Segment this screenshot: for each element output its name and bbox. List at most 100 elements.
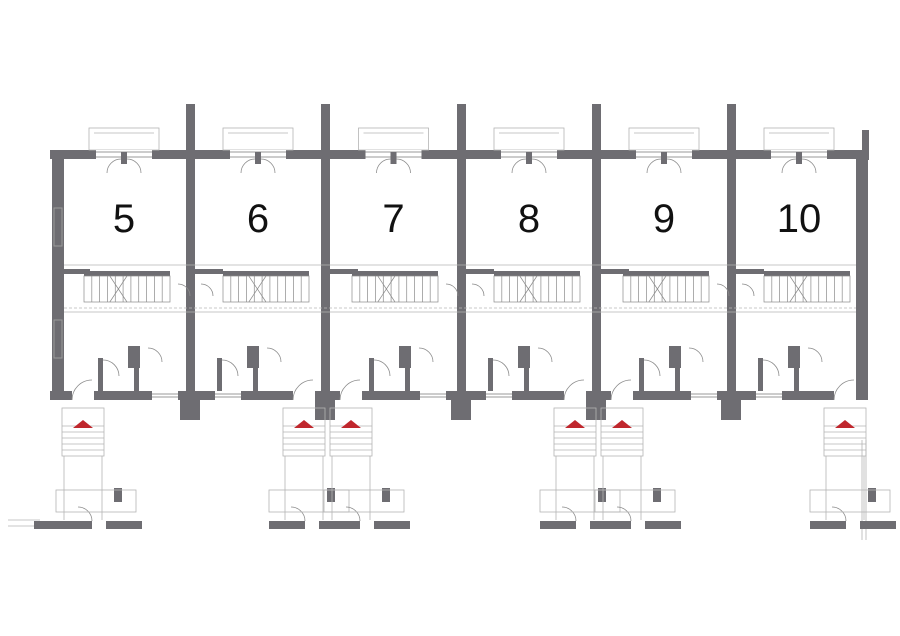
gate-post <box>598 488 606 502</box>
window-opening <box>691 391 717 400</box>
door-swing <box>418 347 434 363</box>
right-end-post <box>862 130 869 160</box>
stair-arrow <box>519 275 538 303</box>
door-swing <box>102 359 120 377</box>
side-window <box>53 319 63 359</box>
gate-swing <box>290 506 306 522</box>
window-mullion <box>661 152 667 164</box>
balcony-outline <box>222 127 294 151</box>
unit-10 <box>736 127 896 529</box>
door-swing <box>807 347 823 363</box>
door-swing <box>71 379 93 401</box>
pillar <box>721 400 741 420</box>
stair-arrow <box>248 275 267 303</box>
door-swing <box>240 158 256 174</box>
door-swing <box>147 347 163 363</box>
unit-number-label: 9 <box>653 197 675 241</box>
window-mullion <box>121 152 127 164</box>
window-opening <box>420 391 446 400</box>
door-swing <box>646 158 662 174</box>
stair-outline <box>763 275 851 303</box>
door-swing <box>563 379 585 401</box>
door-swing <box>260 158 276 174</box>
yard-outline <box>323 489 405 513</box>
gate-post <box>382 488 390 502</box>
stair-arrow <box>109 275 128 303</box>
right-exterior-wall <box>856 150 868 400</box>
door-swing <box>688 347 704 363</box>
balcony-outline <box>493 127 565 151</box>
boundary-wall <box>106 521 142 529</box>
window-opening <box>756 391 782 400</box>
entrance-opening <box>611 391 633 400</box>
door-swing <box>292 379 314 401</box>
door-swing <box>339 379 361 401</box>
door-swing <box>266 347 282 363</box>
door-swing <box>801 158 817 174</box>
boundary-wall <box>269 521 305 529</box>
gate-swing <box>77 506 93 522</box>
entrance-opening <box>293 391 315 400</box>
window-mullion <box>796 152 802 164</box>
unit-number-label: 7 <box>382 197 404 241</box>
party-wall <box>321 104 330 400</box>
door-swing <box>376 158 391 174</box>
door-swing <box>106 158 122 174</box>
pillar <box>180 400 200 420</box>
stair-outline <box>351 275 439 303</box>
bathroom-wall <box>639 358 644 391</box>
red-triangle-entrance-icon <box>612 420 632 428</box>
stair-outline <box>493 275 581 303</box>
unit-6 <box>195 127 355 529</box>
interior-wall <box>330 269 358 274</box>
balcony-outline <box>628 127 700 151</box>
entrance-opening <box>834 391 856 400</box>
party-wall <box>592 104 601 400</box>
door-swing <box>221 359 239 377</box>
party-wall <box>186 104 195 400</box>
stair-outline <box>622 275 710 303</box>
red-triangle-entrance-icon <box>73 420 93 428</box>
interior-wall <box>736 269 764 274</box>
unit-7 <box>323 127 459 529</box>
entrance-opening <box>72 391 94 400</box>
bathroom-wall <box>488 358 493 391</box>
door-swing <box>643 359 661 377</box>
plan-base-layer <box>8 104 869 540</box>
stair-wall <box>223 271 309 276</box>
bathroom-wall <box>794 362 799 391</box>
bathroom-wall <box>405 362 410 391</box>
door-swing <box>610 379 632 401</box>
door-swing <box>833 379 855 401</box>
unit-5 <box>55 127 191 529</box>
yard-outline <box>809 489 891 513</box>
stair-wall <box>764 271 850 276</box>
door-swing <box>177 283 191 297</box>
door-swing <box>511 158 527 174</box>
unit-number-label: 5 <box>113 197 135 241</box>
door-swing <box>666 158 682 174</box>
stair-arrow <box>648 275 667 303</box>
gate-post <box>653 488 661 502</box>
door-swing <box>200 283 214 297</box>
balcony-outline <box>88 127 160 151</box>
unit-8 <box>466 127 626 529</box>
window-opening <box>215 391 241 400</box>
side-window <box>53 207 63 247</box>
boundary-wall <box>56 521 92 529</box>
balcony-outline <box>763 127 835 151</box>
window-opening <box>486 391 512 400</box>
stair-outline <box>83 275 171 303</box>
bathroom-wall <box>758 358 763 391</box>
bathroom-wall <box>675 362 680 391</box>
gate-post <box>114 488 122 502</box>
yard-outline <box>268 489 350 513</box>
party-wall <box>727 104 736 400</box>
yard-outline <box>55 489 137 513</box>
gate-swing <box>831 506 847 522</box>
pillar <box>451 400 471 420</box>
window-opening <box>152 391 178 400</box>
window-mullion <box>526 152 532 164</box>
door-swing <box>471 283 485 297</box>
